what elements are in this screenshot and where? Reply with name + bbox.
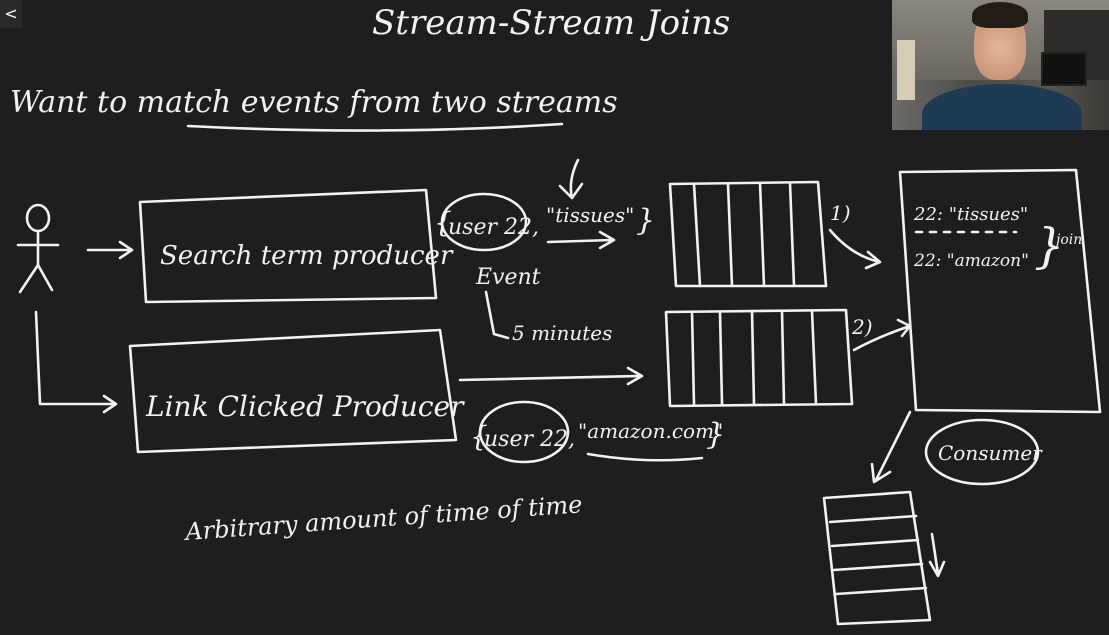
user-to-link-arrow bbox=[34, 310, 118, 414]
presenter-body bbox=[922, 84, 1082, 130]
search-event-user: user 22, bbox=[448, 215, 539, 240]
link-to-queue-arrow bbox=[458, 366, 644, 386]
event-label: Event bbox=[475, 265, 541, 290]
join-to-output-arrow bbox=[870, 410, 912, 484]
search-event-underline-arrow bbox=[546, 230, 616, 250]
subtitle-underline bbox=[186, 122, 564, 132]
user-stick-figure-icon bbox=[16, 203, 60, 294]
link-producer-label: Link Clicked Producer bbox=[145, 390, 465, 423]
output-down-arrow bbox=[928, 532, 946, 578]
join-box bbox=[898, 168, 1102, 414]
join-line-2: 22: "amazon" bbox=[913, 251, 1029, 271]
search-producer-box bbox=[138, 188, 438, 304]
subtitle-text: Want to match events from two streams bbox=[10, 85, 618, 120]
presenter-hair bbox=[972, 2, 1028, 28]
join-label: join bbox=[1053, 232, 1082, 248]
arbitrary-time-note: Arbitrary amount of time of time bbox=[182, 490, 583, 546]
presenter-webcam bbox=[892, 0, 1109, 130]
chevron-left-icon: < bbox=[4, 4, 18, 23]
consumer-label: Consumer bbox=[938, 441, 1043, 465]
search-queue bbox=[668, 180, 828, 288]
svg-text:}: } bbox=[636, 203, 655, 238]
step-2-label: 2) bbox=[851, 315, 873, 339]
link-event: { user 22, "amazon.com" } bbox=[470, 400, 725, 464]
link-event-value: "amazon.com" bbox=[578, 419, 723, 443]
search-event-value: "tissues" bbox=[546, 203, 634, 227]
link-event-underline bbox=[586, 452, 704, 462]
link-queue bbox=[664, 308, 854, 408]
back-button[interactable]: < bbox=[0, 0, 22, 28]
user-to-search-arrow bbox=[86, 240, 134, 260]
search-event: { user 22, "tissues" } bbox=[434, 158, 655, 252]
step-1-arrow bbox=[828, 228, 882, 270]
webcam-lamp bbox=[897, 40, 915, 100]
consumer-ellipse bbox=[924, 418, 1040, 486]
svg-text:}: } bbox=[706, 417, 725, 452]
step-1-label: 1) bbox=[830, 201, 851, 225]
search-producer-label: Search term producer bbox=[160, 241, 454, 271]
delay-arrow bbox=[484, 290, 510, 340]
join-line-1: 22: "tissues" bbox=[913, 204, 1028, 225]
svg-text:}: } bbox=[1034, 218, 1065, 274]
link-producer-box bbox=[128, 328, 458, 454]
tissues-pointer-arrow bbox=[558, 158, 584, 200]
delay-label: 5 minutes bbox=[512, 321, 612, 345]
link-event-user: user 22, bbox=[484, 427, 575, 452]
page-title: Stream-Stream Joins bbox=[372, 3, 730, 43]
output-queue bbox=[822, 490, 932, 626]
webcam-tv bbox=[1041, 52, 1087, 86]
